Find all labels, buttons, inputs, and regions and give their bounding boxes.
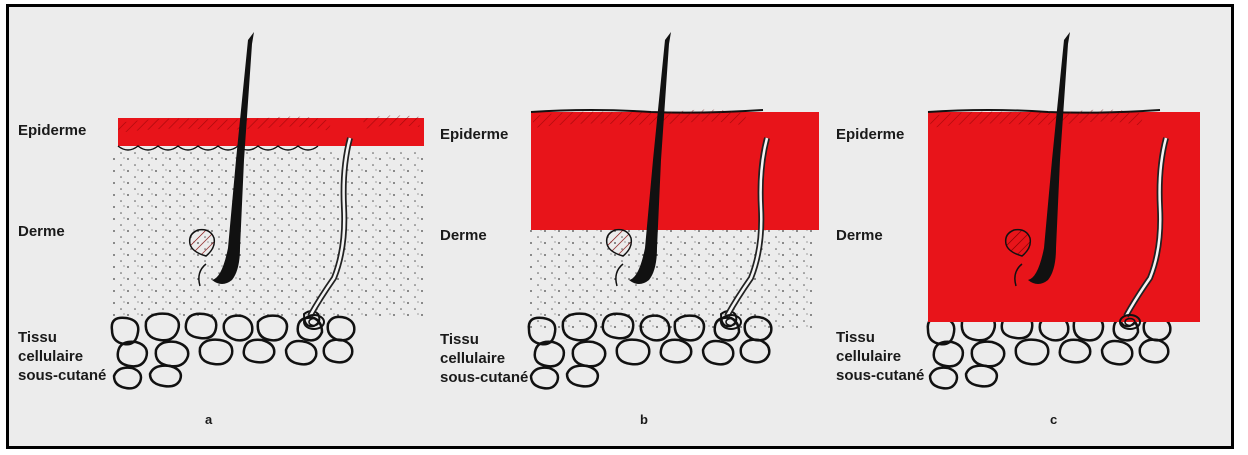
panel-c [928, 32, 1200, 388]
panel-label-a: a [205, 412, 212, 427]
dermis-dots-a [112, 148, 424, 318]
panel-b [529, 32, 819, 388]
label-subcutaneous-c: Tissu cellulaire sous-cutané [836, 328, 924, 385]
label-dermis-b: Derme [440, 226, 487, 245]
panel-label-b: b [640, 412, 648, 427]
label-dermis-c: Derme [836, 226, 883, 245]
label-subcutaneous-b: Tissu cellulaire sous-cutané [440, 330, 528, 387]
dermis-highlight-b [531, 112, 819, 230]
panel-a [112, 32, 424, 388]
label-epidermis-c: Epiderme [836, 125, 904, 144]
label-epidermis-a: Epiderme [18, 121, 86, 140]
panel-label-c: c [1050, 412, 1057, 427]
label-epidermis-b: Epiderme [440, 125, 508, 144]
label-subcutaneous-a: Tissu cellulaire sous-cutané [18, 328, 106, 385]
label-dermis-a: Derme [18, 222, 65, 241]
